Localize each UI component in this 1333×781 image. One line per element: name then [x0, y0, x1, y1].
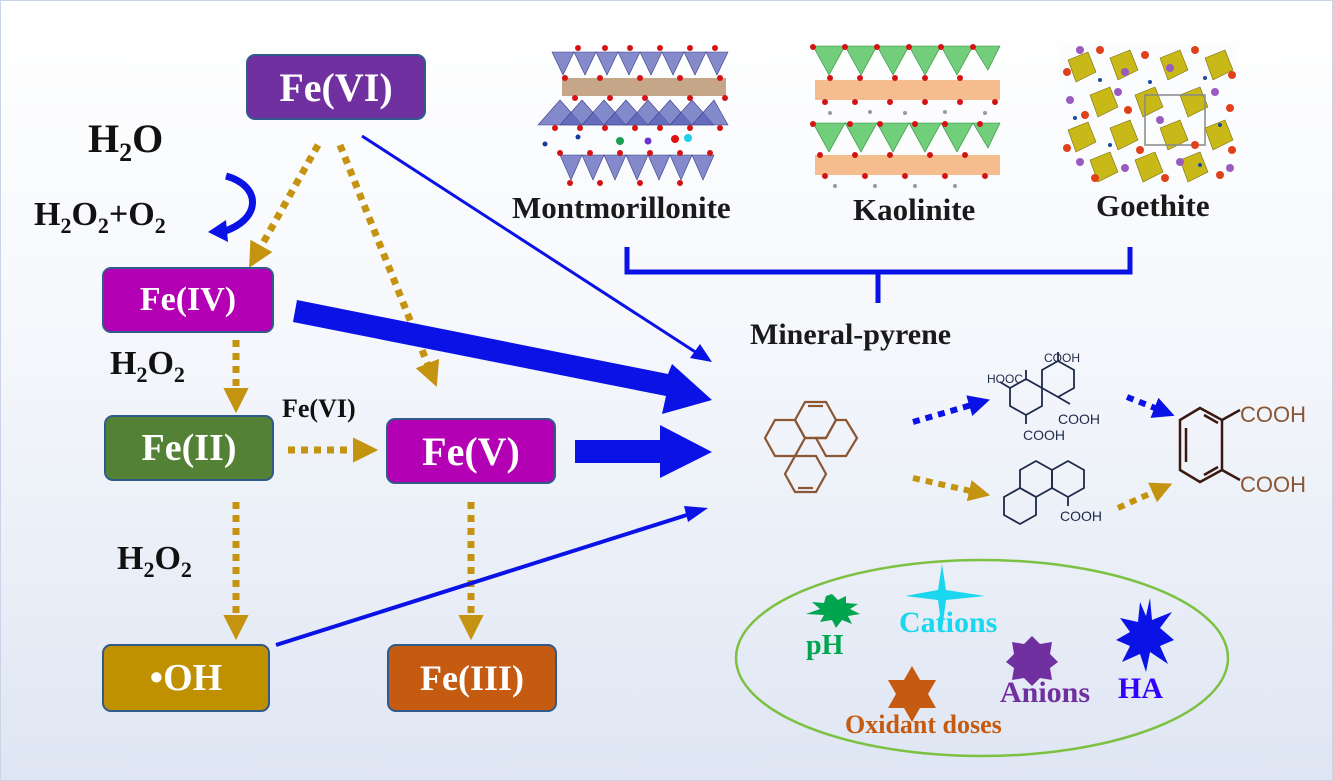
phthalic-label-top: COOH [1240, 402, 1306, 427]
montmorillonite-structure-icon [537, 45, 729, 186]
reagent-h2o2-lower: H2O2 [117, 540, 192, 582]
tetraacid-label-right: COOH [1058, 411, 1100, 427]
arrow-phenanthrene-acid-to-phthalic [1116, 482, 1173, 511]
species-fe5-label: Fe(V) [422, 428, 520, 474]
mineral-montmorillonite-label: Montmorillonite [512, 190, 731, 225]
factor-ha-label: HA [1118, 672, 1163, 705]
arrow-pyrene-to-phenanthrene-acid [912, 475, 991, 502]
phthalic-acid-molecule-icon [1178, 406, 1241, 484]
reagent-h2o2-upper: H2O2 [110, 345, 185, 387]
arrow-fe5-to-pyrene [575, 425, 712, 478]
tetraacid-label-bottom: COOH [1023, 427, 1065, 443]
phthalic-label-bottom: COOH [1240, 472, 1306, 497]
tetraacid-label-left: HOOC [987, 372, 1023, 386]
species-fe4-label: Fe(IV) [139, 281, 237, 318]
species-fe3-label: Fe(III) [420, 658, 524, 698]
reagent-fe6-small: Fe(VI) [282, 394, 356, 423]
species-oh-box[interactable]: •OH [102, 644, 270, 712]
goethite-structure-icon [1060, 45, 1236, 183]
arrow-pyrene-to-tetraacid [912, 395, 990, 425]
tetraacid-label-top: COOH [1044, 351, 1080, 365]
reagent-h2o: H2O [88, 116, 164, 167]
factor-oxidant-doses-label: Oxidant doses [845, 710, 1002, 739]
mineral-goethite-label: Goethite [1096, 188, 1210, 223]
species-fe3-box[interactable]: Fe(III) [387, 644, 557, 712]
pyrene-molecule-icon [763, 400, 859, 494]
arrow-oh-to-pyrene-head [684, 506, 708, 522]
anions-star-icon [1006, 636, 1058, 686]
factors-ellipse [734, 558, 1230, 758]
gold-arrows [223, 143, 484, 641]
species-fe5-box[interactable]: Fe(V) [386, 418, 556, 484]
reagent-h2o2-o2: H2O2+O2 [34, 196, 166, 238]
ha-burst-icon [1116, 598, 1174, 672]
curved-arrow-head [208, 220, 228, 242]
blue-arrows [275, 134, 712, 647]
species-fe2-label: Fe(II) [141, 427, 237, 469]
ph-burst-icon [806, 594, 860, 628]
arrow-fe6-to-pyrene [361, 134, 701, 357]
species-fe6-label: Fe(VI) [279, 64, 393, 110]
factor-ph-label: pH [806, 630, 844, 661]
arrow-fe4-to-pyrene [293, 300, 712, 414]
arrow-fe6-to-pyrene-head [690, 344, 712, 362]
biphenyl-tetraacid-molecule-icon [999, 352, 1075, 424]
arrow-oh-to-pyrene [275, 512, 691, 647]
oxidant-star-icon [888, 666, 936, 722]
arrow-tetraacid-to-phthalic [1125, 394, 1175, 418]
species-fe2-box[interactable]: Fe(II) [104, 415, 274, 481]
phenanthrene-acid-label: COOH [1060, 508, 1102, 524]
kaolinite-structure-icon [810, 44, 1001, 188]
species-fe4-box[interactable]: Fe(IV) [102, 267, 274, 333]
factor-cations-label: Cations [899, 606, 998, 639]
curved-arrow-h2o [220, 172, 256, 236]
arrow-fe6-to-fe4 [249, 143, 322, 268]
phenanthrene-acid-molecule-icon [1003, 459, 1085, 526]
species-oh-label: •OH [149, 657, 223, 699]
species-fe6-box[interactable]: Fe(VI) [246, 54, 426, 120]
mineral-kaolinite-label: Kaolinite [853, 192, 976, 227]
cations-star-icon [905, 564, 985, 630]
factor-anions-label: Anions [1000, 676, 1091, 709]
mineral-bracket [624, 247, 1133, 303]
mineral-pyrene-label: Mineral-pyrene [750, 318, 952, 351]
